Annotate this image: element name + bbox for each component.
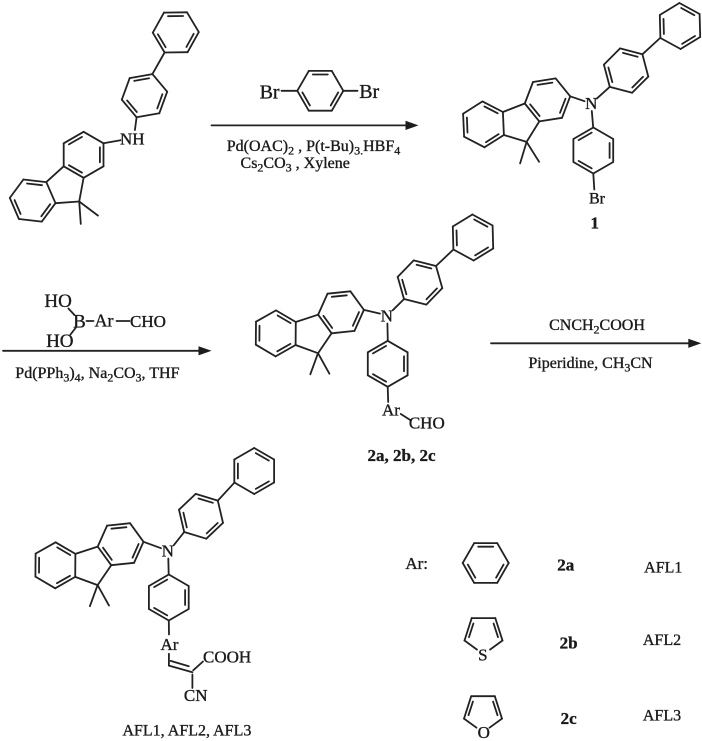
svg-text:CN: CN <box>184 686 208 705</box>
svg-text:Piperidine, CH3​CN: Piperidine, CH3​CN <box>528 355 653 375</box>
svg-text:2b: 2b <box>560 634 578 653</box>
svg-text:CNCH2​COOH: CNCH2​COOH <box>549 317 645 337</box>
svg-text:COOH: COOH <box>203 647 251 666</box>
svg-text:O: O <box>478 723 490 741</box>
svg-text:HO: HO <box>44 291 71 312</box>
svg-text:Br: Br <box>359 81 379 103</box>
svg-text:AFL2: AFL2 <box>643 632 681 649</box>
svg-text:1: 1 <box>590 213 599 232</box>
svg-text:CHO: CHO <box>409 413 445 432</box>
svg-text:N: N <box>162 541 174 560</box>
svg-text:HO: HO <box>46 331 73 352</box>
svg-text:NH: NH <box>120 130 145 149</box>
svg-text:Br: Br <box>260 82 280 104</box>
svg-text:Ar:: Ar: <box>405 554 428 573</box>
svg-text:2a: 2a <box>557 555 575 574</box>
svg-text:AFL3: AFL3 <box>643 707 681 724</box>
svg-text:Ar: Ar <box>161 635 179 654</box>
svg-text:Ar: Ar <box>95 311 114 331</box>
svg-text:Br: Br <box>589 190 606 207</box>
svg-text:Cs2​CO3​ , Xylene: Cs2​CO3​ , Xylene <box>241 155 350 175</box>
svg-text:AFL1, AFL2, AFL3: AFL1, AFL2, AFL3 <box>122 723 251 740</box>
svg-text:Pd(OAC)2​ , P(t-Bu)3.​HBF4​: Pd(OAC)2​ , P(t-Bu)3.​HBF4​ <box>227 138 400 158</box>
svg-text:N: N <box>585 94 597 113</box>
svg-text:2c: 2c <box>561 709 578 728</box>
svg-text:S: S <box>478 645 487 664</box>
svg-text:AFL1: AFL1 <box>644 559 682 576</box>
svg-text:Ar: Ar <box>382 401 400 420</box>
svg-text:2a, 2b, 2c: 2a, 2b, 2c <box>368 446 436 465</box>
svg-text:Pd(PPh3​)4​, Na2​CO3​, THF: Pd(PPh3​)4​, Na2​CO3​, THF <box>15 365 179 385</box>
svg-text:CHO: CHO <box>130 312 166 331</box>
svg-text:N: N <box>381 307 393 326</box>
